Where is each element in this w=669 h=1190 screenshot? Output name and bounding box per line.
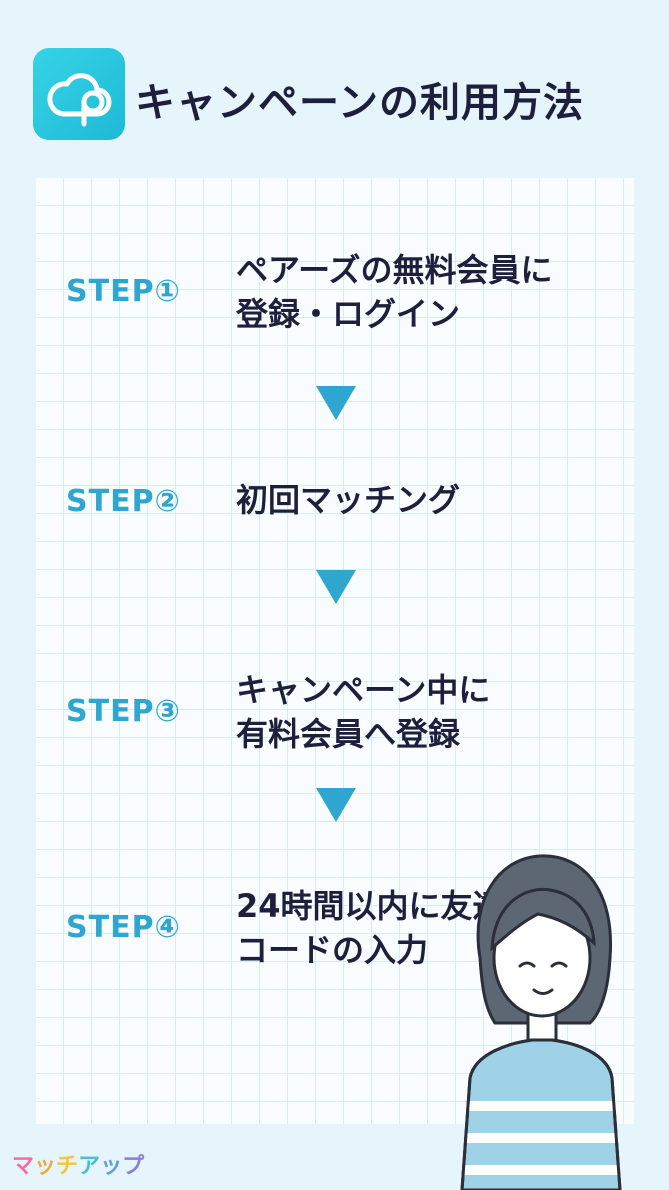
step-label: STEP④: [66, 910, 181, 945]
step-description-line: 初回マッチング: [236, 481, 461, 519]
brand-char: チ: [56, 1154, 79, 1179]
step-label: STEP①: [66, 274, 181, 309]
step-description-line: ペアーズの無料会員に: [236, 251, 553, 289]
brand-char: ッ: [34, 1154, 57, 1179]
header: キャンペーンの利用方法: [33, 48, 633, 140]
brand-char: ア: [78, 1154, 101, 1179]
woman-illustration: [460, 854, 622, 1190]
pairs-logo: [33, 48, 125, 140]
brand-char: プ: [122, 1154, 145, 1179]
step-description-line: 有料会員へ登録: [236, 715, 461, 753]
pairs-cloud-logo-icon: [47, 73, 112, 127]
step-label: STEP②: [66, 484, 181, 519]
triangle-down-icon: [316, 386, 356, 420]
triangle-down-icon: [316, 788, 356, 822]
matchapp-brand-logo: マッチアップ: [12, 1148, 144, 1180]
step-description: ペアーズの無料会員に 登録・ログイン: [236, 248, 552, 336]
step-description: 初回マッチング: [236, 478, 460, 522]
step-description-line: キャンペーン中に: [236, 671, 491, 709]
page-title: キャンペーンの利用方法: [135, 80, 584, 126]
steps-card: STEP① ペアーズの無料会員に 登録・ログイン STEP② 初回マッチング S…: [36, 178, 634, 1124]
step-description-line: コードの入力: [236, 931, 429, 969]
step-description: キャンペーン中に 有料会員へ登録: [236, 668, 490, 756]
step-description-line: 登録・ログイン: [236, 295, 461, 333]
step-label: STEP③: [66, 694, 181, 729]
brand-char: ッ: [100, 1154, 123, 1179]
triangle-down-icon: [316, 570, 356, 604]
brand-char: マ: [12, 1154, 35, 1179]
